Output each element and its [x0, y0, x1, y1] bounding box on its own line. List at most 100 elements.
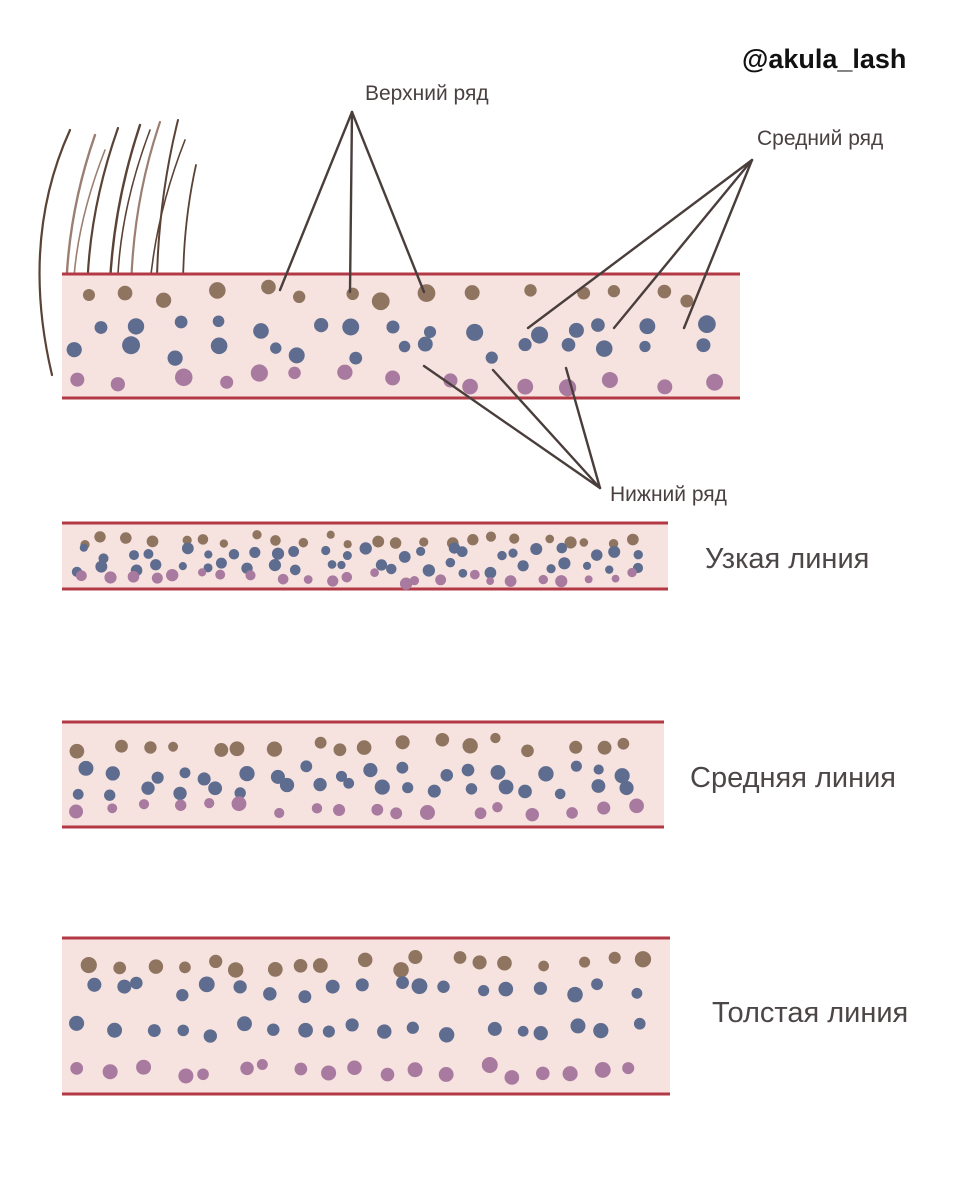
callout-pointer-line — [564, 366, 602, 490]
upper-row-dot — [219, 539, 229, 548]
lower-row-dot — [240, 1061, 254, 1076]
upper-row-dot — [293, 958, 308, 973]
middle-row-dot — [359, 542, 372, 555]
lower-row-dot — [311, 803, 323, 814]
upper-row-dot — [227, 962, 244, 978]
middle-row-dot — [173, 786, 187, 801]
lower-row-dot — [327, 575, 339, 587]
middle-row-dot — [335, 770, 348, 782]
upper-row-dot — [229, 741, 245, 757]
lower-row-dot — [538, 574, 548, 585]
middle-row-dot — [593, 1023, 609, 1039]
middle-row-dot — [95, 560, 108, 573]
middle-row-dot — [69, 1015, 85, 1031]
middle-row-dot — [490, 764, 506, 780]
upper-row-dot — [343, 540, 352, 549]
lower-row-dot — [178, 1068, 194, 1084]
lower-row-dot — [337, 364, 353, 380]
upper-row-dot — [155, 292, 172, 308]
lower-row-dot — [294, 1062, 308, 1076]
middle-row-dot — [570, 1018, 586, 1034]
upper-row-dot — [146, 535, 159, 548]
middle-row-dot — [143, 548, 154, 559]
lower-row-dot — [601, 371, 618, 388]
lower-row-dot — [215, 569, 226, 580]
callout-pointer-line — [348, 110, 354, 294]
upper-row-dot — [395, 735, 410, 750]
lower-row-dot — [504, 575, 517, 588]
pointer-lines — [278, 110, 754, 490]
middle-row-dot — [233, 980, 247, 994]
lower-row-dot — [341, 571, 353, 583]
lower-row-dot — [443, 373, 458, 388]
middle-row-dot — [321, 545, 331, 556]
lower-row-dot — [469, 569, 480, 580]
upper-row-dot — [371, 292, 390, 311]
middle-row-dot — [174, 315, 188, 329]
middle-row-dot — [270, 342, 282, 354]
lower-row-dot — [627, 567, 637, 578]
lower-row-dot — [419, 805, 435, 821]
upper-row-dot — [627, 533, 639, 546]
middle-row-dot — [337, 560, 346, 570]
lower-row-dot — [562, 1066, 578, 1082]
middle-row-dot — [147, 1024, 161, 1038]
upper-row-dot — [168, 741, 179, 752]
lower-row-dot — [274, 807, 285, 819]
upper-row-dot — [569, 740, 583, 754]
lower-row-dot — [622, 1062, 635, 1075]
middle-row-dot — [270, 769, 285, 784]
middle-row-dot — [375, 559, 388, 571]
middle-row-dot — [228, 549, 240, 560]
upper-row-dot — [270, 535, 281, 546]
lower-row-dot — [197, 568, 207, 577]
middle-row-dot — [288, 546, 300, 557]
label-narrow-line: Узкая линия — [705, 543, 870, 575]
upper-row-dot — [80, 956, 97, 974]
lower-row-dot — [220, 375, 234, 389]
middle-row-dot — [517, 1025, 529, 1037]
middle-row-dot — [696, 338, 711, 353]
lower-row-dot — [584, 575, 593, 584]
band-thick-line — [62, 936, 670, 1096]
callout-pointer-line — [278, 110, 354, 292]
middle-row-dot — [197, 772, 211, 786]
lower-row-dot — [409, 576, 420, 586]
middle-row-dot — [345, 1018, 359, 1032]
lower-row-dot — [104, 571, 117, 584]
middle-row-dot — [485, 351, 498, 364]
upper-row-dot — [326, 530, 335, 539]
middle-row-dot — [151, 771, 164, 784]
callout-pointer-line — [682, 158, 754, 330]
lower-row-dot — [536, 1066, 550, 1081]
lower-row-dot — [486, 577, 495, 585]
middle-row-dot — [591, 779, 606, 793]
lower-row-dot — [136, 1059, 152, 1075]
middle-row-dot — [349, 351, 363, 365]
lower-row-dot — [492, 802, 503, 813]
callout-pointer-line — [612, 158, 754, 330]
upper-row-dot — [197, 534, 209, 545]
upper-row-dot — [209, 954, 223, 969]
middle-row-dot — [417, 336, 433, 352]
middle-row-dot — [314, 318, 329, 333]
upper-row-dot — [485, 531, 497, 542]
upper-row-dot — [293, 290, 306, 303]
upper-row-dot — [144, 741, 157, 754]
lower-row-dot — [303, 575, 313, 584]
lower-row-dot — [594, 1062, 611, 1078]
middle-row-dot — [456, 546, 468, 558]
upper-row-dot — [389, 537, 402, 549]
upper-row-dot — [266, 741, 283, 757]
lower-row-dot — [321, 1065, 337, 1081]
middle-row-dot — [466, 323, 484, 341]
lower-row-dot — [70, 1061, 84, 1075]
middle-row-dot — [582, 561, 592, 570]
lower-row-dot — [277, 573, 289, 585]
upper-row-dot — [490, 732, 501, 744]
middle-row-dot — [591, 978, 603, 991]
middle-row-dot — [631, 987, 643, 999]
middle-row-dot — [561, 337, 576, 352]
middle-row-dot — [538, 766, 554, 782]
middle-row-dot — [554, 788, 566, 800]
